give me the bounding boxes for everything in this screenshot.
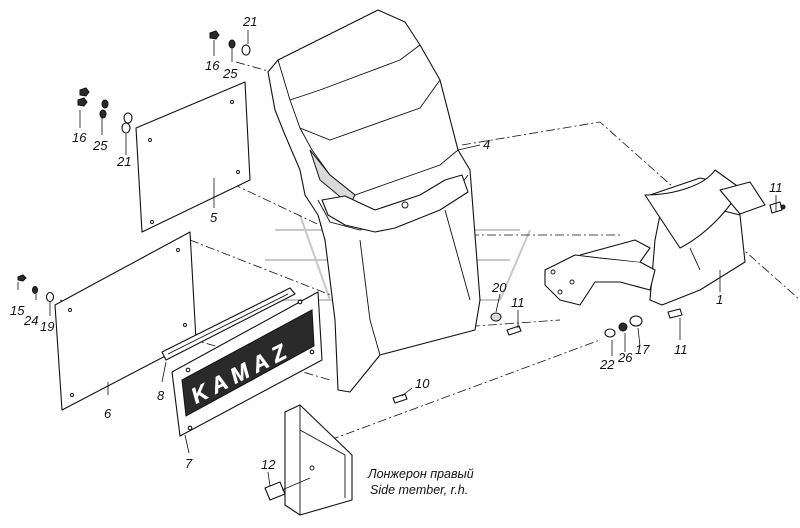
callout-7: 7 bbox=[185, 456, 193, 471]
caption-en: Side member, r.h. bbox=[370, 483, 468, 497]
fender-part-4 bbox=[267, 9, 481, 393]
callout-11-right: 11 bbox=[769, 180, 783, 195]
leader-lines bbox=[17, 30, 777, 487]
side-member-caption: Лонжерон правый Side member, r.h. bbox=[367, 467, 474, 497]
callout-12: 12 bbox=[261, 457, 276, 472]
callout-16-left: 16 bbox=[72, 130, 87, 145]
callout-25-top: 25 bbox=[222, 66, 238, 81]
callout-1: 1 bbox=[716, 292, 723, 307]
plate-part-5 bbox=[135, 81, 251, 233]
callout-19: 19 bbox=[40, 319, 54, 334]
callout-16-top: 16 bbox=[205, 58, 220, 73]
hardware-top bbox=[17, 30, 251, 303]
callout-8: 8 bbox=[157, 388, 165, 403]
callout-15: 15 bbox=[10, 303, 25, 318]
hardware-right bbox=[392, 201, 786, 404]
side-member-bracket bbox=[264, 404, 353, 516]
callout-6: 6 bbox=[104, 406, 112, 421]
callout-labels: 21 16 25 16 25 21 5 4 11 1 20 11 15 24 1… bbox=[10, 14, 783, 472]
callout-11-mid: 11 bbox=[511, 295, 525, 310]
callout-10: 10 bbox=[415, 376, 430, 391]
callout-5: 5 bbox=[210, 210, 218, 225]
bracket-part-1 bbox=[544, 169, 766, 306]
callout-22: 22 bbox=[599, 357, 615, 372]
strip-part-8 bbox=[161, 287, 296, 361]
callout-24: 24 bbox=[23, 313, 38, 328]
callout-21-top: 21 bbox=[242, 14, 257, 29]
callout-4: 4 bbox=[483, 137, 490, 152]
callout-25-left: 25 bbox=[92, 138, 108, 153]
caption-ru: Лонжерон правый bbox=[367, 467, 474, 481]
callout-20: 20 bbox=[491, 280, 507, 295]
callout-17: 17 bbox=[635, 342, 650, 357]
callout-11-lower: 11 bbox=[674, 342, 688, 357]
callout-21-left: 21 bbox=[116, 154, 131, 169]
callout-26: 26 bbox=[617, 350, 633, 365]
